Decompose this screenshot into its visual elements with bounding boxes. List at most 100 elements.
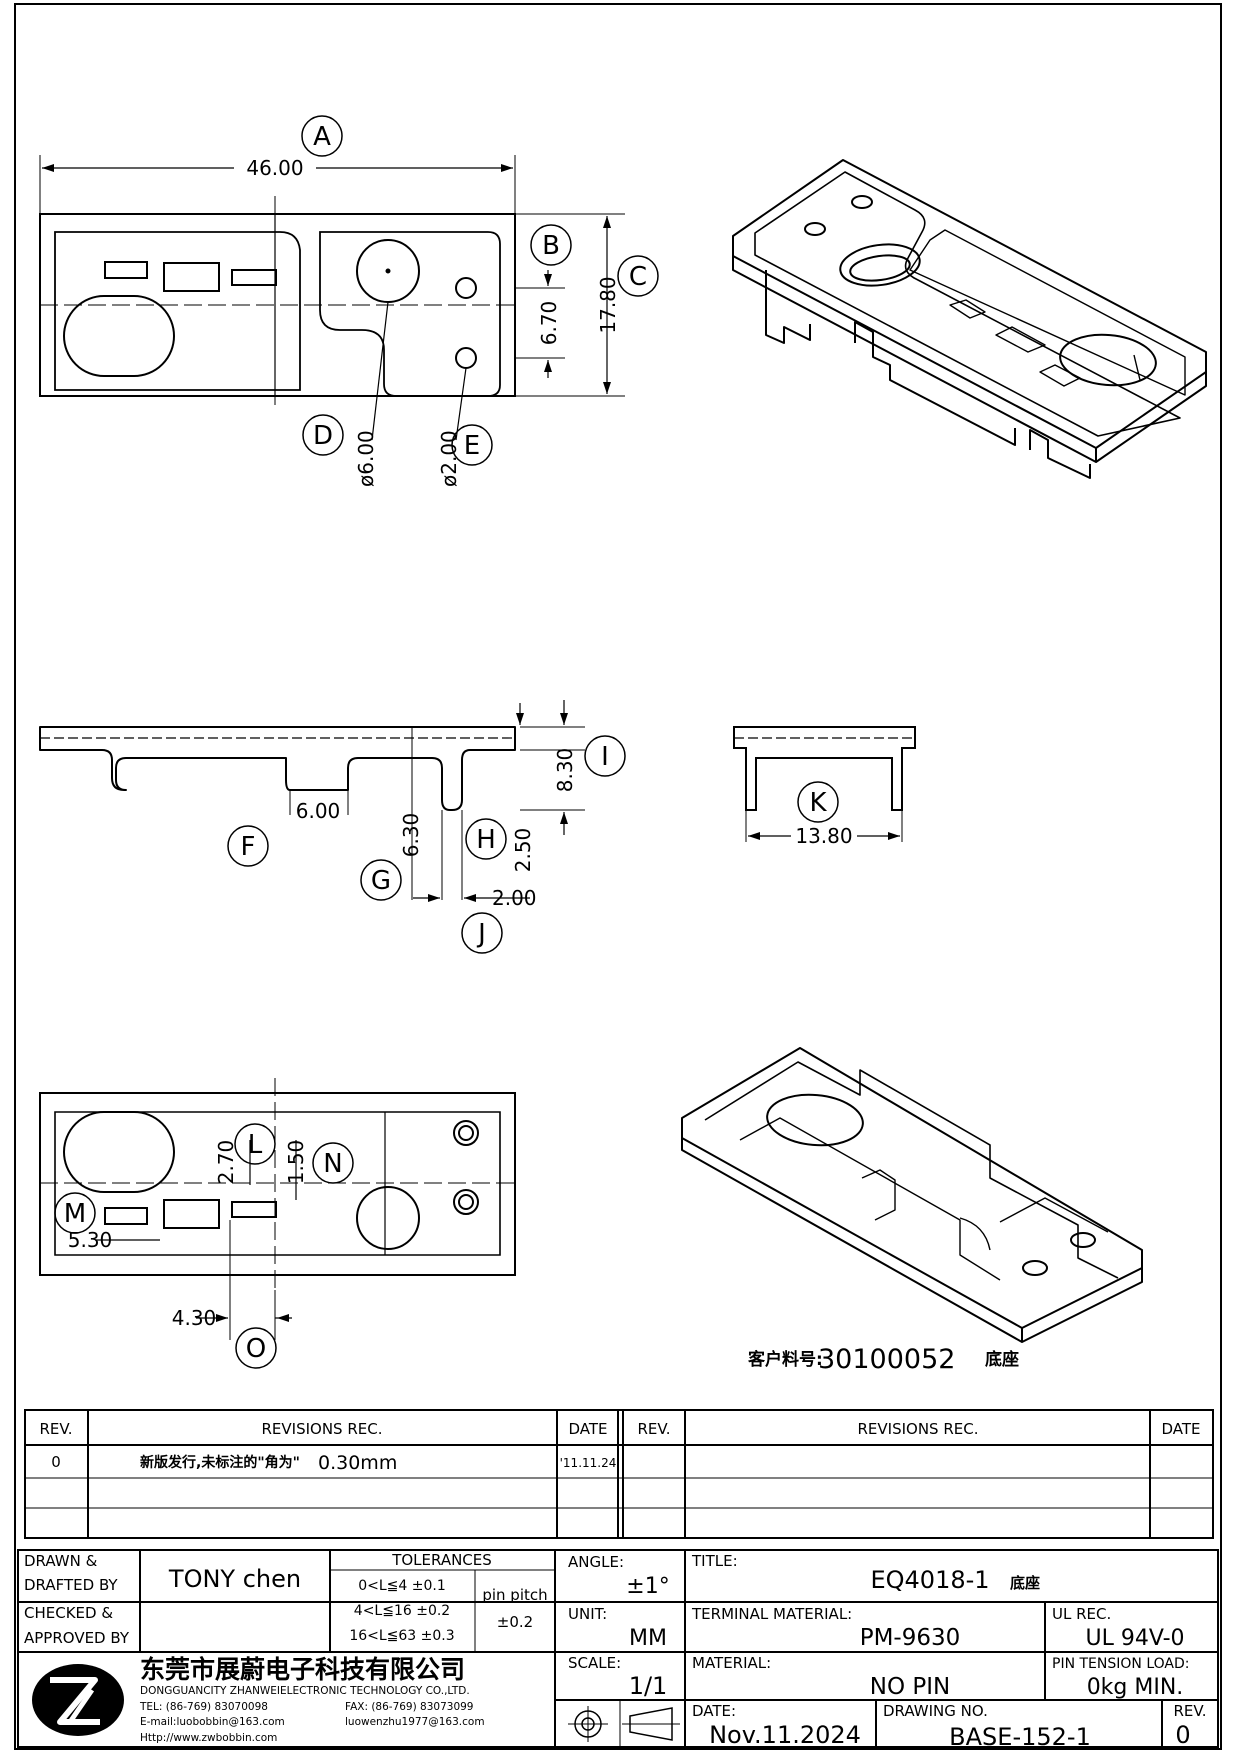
company-tel: TEL: (86-769) 83070098	[139, 1701, 268, 1713]
dim-1-50: 1.50	[284, 1140, 308, 1185]
unit-value: MM	[629, 1626, 667, 1651]
title-label: TITLE:	[691, 1552, 738, 1570]
callout-C: C	[629, 262, 647, 292]
dim-13-80: 13.80	[795, 824, 852, 848]
callout-D: D	[313, 421, 333, 451]
callout-M: M	[64, 1199, 86, 1229]
callout-J: J	[476, 919, 486, 949]
rev-header-right: REV.	[638, 1420, 671, 1438]
date-header-left: DATE	[568, 1420, 607, 1438]
rev-row-0-date: '11.11.24	[560, 1456, 617, 1470]
dim-6-00: 6.00	[296, 799, 341, 823]
top-view-arrowheads	[42, 164, 611, 394]
ul-value: UL 94V-0	[1085, 1626, 1184, 1651]
dim-46: 46.00	[246, 156, 303, 180]
dim-17-80: 17.80	[596, 276, 620, 333]
callout-F: F	[241, 832, 256, 862]
callout-H: H	[476, 825, 496, 855]
callout-A: A	[313, 122, 331, 152]
callout-B: B	[542, 231, 560, 261]
rec-header-left: REVISIONS REC.	[262, 1420, 383, 1438]
drawn-label-1: DRAWN &	[24, 1552, 98, 1570]
unit-label: UNIT:	[568, 1605, 607, 1623]
callout-E: E	[464, 431, 480, 461]
rev-value: 0	[1175, 1721, 1190, 1749]
callout-G: G	[371, 866, 391, 896]
tolerances-title: TOLERANCES	[391, 1551, 492, 1569]
dim-2-50: 2.50	[511, 828, 535, 873]
dim-2-00: 2.00	[492, 886, 537, 910]
checked-label-2: APPROVED BY	[24, 1629, 130, 1647]
dim-6-30: 6.30	[399, 813, 423, 858]
pin-pitch-label: pin pitch	[482, 1586, 547, 1604]
callout-K: K	[809, 788, 827, 818]
drawn-label-2: DRAFTED BY	[24, 1576, 118, 1594]
revisions-table	[24, 1409, 1214, 1539]
date-value: Nov.11.2024	[709, 1721, 861, 1749]
company-name-en: DONGGUANCITY ZHANWEIELECTRONIC TECHNOLOG…	[140, 1685, 470, 1697]
tol-row-1: 4<L≦16 ±0.2	[354, 1603, 450, 1619]
rev-label: REV.	[1174, 1702, 1207, 1720]
top-view	[39, 155, 625, 441]
material-value: NO PIN	[870, 1674, 950, 1700]
side-view	[733, 726, 916, 842]
drawing-no-value: BASE-152-1	[949, 1723, 1091, 1751]
bottom-view	[39, 1078, 516, 1340]
drawing-no-label: DRAWING NO.	[883, 1702, 988, 1720]
rev-row-0-rec-cn: 新版发行,未标注的"角为"	[140, 1454, 300, 1471]
rec-header-right: REVISIONS REC.	[858, 1420, 979, 1438]
title-suffix: 底座	[1010, 1574, 1040, 1592]
dim-8-30: 8.30	[553, 748, 577, 793]
date-label: DATE:	[692, 1702, 736, 1720]
callout-N: N	[323, 1149, 342, 1179]
pin-tension-label: PIN TENSION LOAD:	[1052, 1656, 1189, 1672]
callout-circles-front	[227, 735, 626, 954]
scale-value: 1/1	[629, 1672, 668, 1700]
dim-4-30: 4.30	[172, 1306, 217, 1330]
projection-symbol-icon	[568, 1706, 680, 1742]
dim-2-70: 2.70	[214, 1140, 238, 1185]
pin-tension-value: 0kg MIN.	[1087, 1675, 1184, 1700]
side-view-arrowheads	[748, 832, 900, 840]
bottom-view-arrowheads	[216, 1314, 289, 1322]
scale-label: SCALE:	[568, 1654, 621, 1672]
callout-circles-bottom	[54, 1123, 354, 1369]
ul-label: UL REC.	[1052, 1605, 1111, 1623]
callout-L: L	[248, 1130, 263, 1160]
tol-row-0: 0<L≦4 ±0.1	[358, 1578, 446, 1594]
company-logo-icon	[32, 1664, 124, 1736]
material-label: MATERIAL:	[692, 1654, 771, 1672]
rev-header-left: REV.	[40, 1420, 73, 1438]
rev-row-0-rec-val: 0.30mm	[318, 1452, 397, 1474]
customer-part-prefix: 客户料号:	[747, 1349, 823, 1370]
drawn-by: TONY chen	[168, 1565, 301, 1593]
isometric-view-bottom	[681, 1047, 1143, 1343]
front-view-arrowheads	[428, 713, 568, 902]
dim-dia-6: ø6.00	[354, 430, 378, 487]
callout-circle-K	[797, 781, 839, 823]
title-value: EQ4018-1	[870, 1566, 989, 1594]
company-fax: FAX: (86-769) 83073099	[345, 1701, 474, 1713]
company-website: Http://www.zwbobbin.com	[140, 1732, 277, 1744]
terminal-value: PM-9630	[860, 1625, 961, 1651]
rev-row-0-rev: 0	[51, 1453, 61, 1471]
date-header-right: DATE	[1161, 1420, 1200, 1438]
company-email-1: E-mail:luobobbin@163.com	[140, 1716, 285, 1728]
tol-row-2: 16<L≦63 ±0.3	[349, 1628, 454, 1644]
isometric-view-top	[732, 159, 1207, 479]
callout-O: O	[246, 1334, 266, 1364]
customer-part-suffix: 底座	[985, 1349, 1019, 1370]
customer-part-number: 30100052	[818, 1344, 955, 1375]
sheet-border	[14, 3, 1222, 1750]
terminal-label: TERMINAL MATERIAL:	[691, 1605, 852, 1623]
callout-circles-top	[301, 115, 659, 466]
dim-5-30: 5.30	[68, 1228, 113, 1252]
angle-value: ±1°	[626, 1574, 669, 1599]
dim-6-70: 6.70	[537, 301, 561, 346]
company-name-cn: 东莞市展蔚电子科技有限公司	[140, 1655, 465, 1684]
angle-label: ANGLE:	[568, 1553, 624, 1571]
pin-pitch-value: ±0.2	[497, 1613, 533, 1631]
title-block	[17, 1549, 1219, 1748]
checked-label-1: CHECKED &	[24, 1604, 113, 1622]
